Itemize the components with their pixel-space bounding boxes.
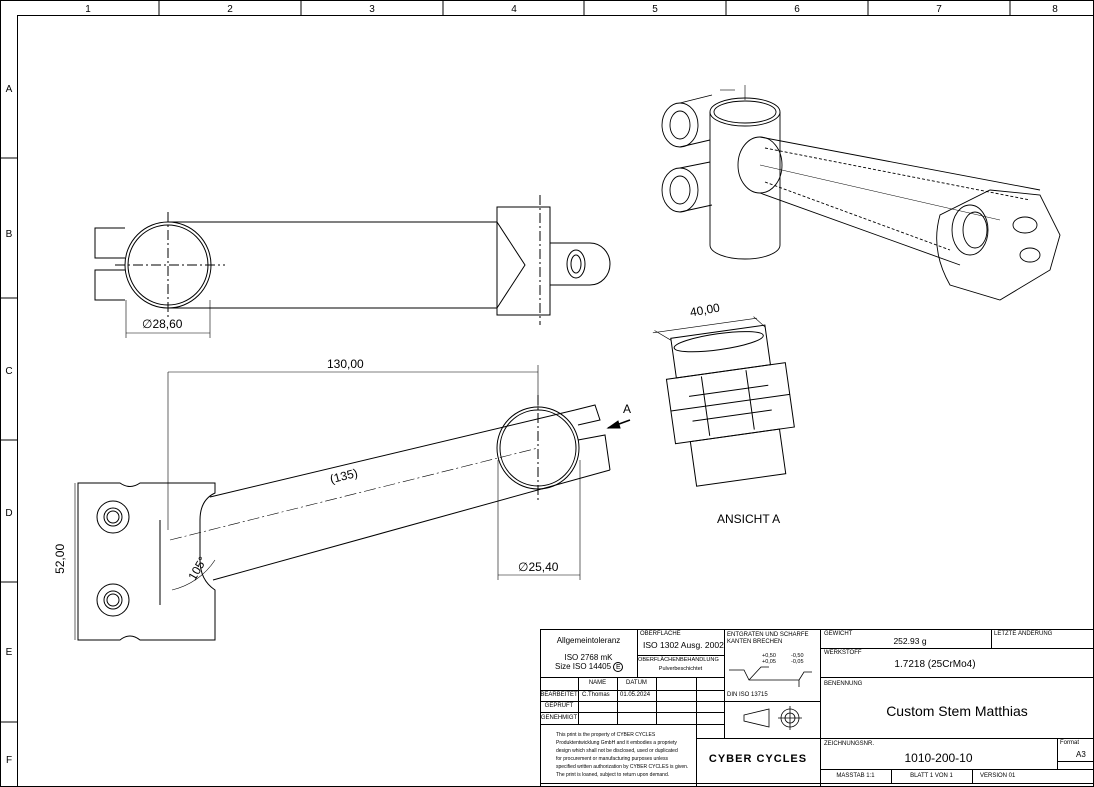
format-value: A3	[1076, 750, 1086, 759]
material-label: WERKSTOFF	[824, 650, 862, 656]
tol: +0,05	[762, 659, 776, 666]
dimension-height: 52,00	[53, 543, 68, 574]
company-logo: CYBER CYCLES	[708, 753, 808, 765]
column-label: 7	[936, 4, 942, 15]
drawing-name: Custom Stem Matthias	[886, 703, 1028, 719]
dimension-top-diameter: ∅28,60	[142, 317, 183, 331]
tol: +0,50	[762, 653, 776, 659]
column-date-header: DATUM	[626, 680, 647, 686]
row-label: D	[5, 508, 12, 519]
front-view	[74, 365, 631, 641]
column-label: 5	[652, 4, 658, 15]
disclaimer-line: design which shall not be disclosed, use…	[556, 748, 678, 754]
view-a	[652, 316, 795, 487]
tol: -0,05	[791, 659, 804, 666]
scale: MASSTAB 1:1	[836, 773, 875, 779]
row-checked-label: GEPRÜFT	[544, 703, 574, 709]
row-label: F	[6, 755, 12, 766]
row-label: E	[6, 647, 13, 658]
edges-label-line: ENTGRATEN UND SCHARFE	[727, 632, 809, 638]
disclaimer-line: for procurement or manufacturing purpose…	[556, 756, 669, 762]
dimension-length: 130,00	[327, 357, 364, 371]
edge-standard: DIN ISO 13715	[727, 692, 768, 698]
column-label: 4	[511, 4, 517, 15]
row-label: C	[5, 366, 12, 377]
weight-value: 252.93 g	[893, 636, 927, 646]
drawn-name: C.Thomas	[582, 692, 610, 698]
column-name-header: NAME	[588, 680, 607, 686]
size-standard-text: Size ISO 14405	[555, 662, 612, 671]
column-dividers	[158, 0, 1011, 15]
row-label: B	[6, 229, 13, 240]
column-label: 1	[85, 4, 91, 15]
edge-plus-tolerance: +0,50+0,05	[762, 653, 776, 666]
material-value: 1.7218 (25CrMo4)	[894, 659, 976, 670]
last-change-label: LETZTE ÄNDERUNG	[994, 631, 1053, 637]
edge-and-projection-symbols	[729, 666, 812, 730]
drawing-number-label: ZEICHNUNGSNR.	[824, 741, 875, 747]
surface-value: ISO 1302 Ausg. 2002	[643, 640, 724, 650]
drawn-date: 01.05.2024	[620, 692, 651, 698]
version: VERSION 01	[980, 773, 1016, 779]
column-label: 2	[227, 4, 233, 15]
tol: -0,50	[791, 653, 804, 659]
column-label: 8	[1052, 4, 1058, 15]
row-label: A	[6, 84, 13, 95]
row-dividers	[0, 157, 17, 723]
surface-label: OBERFLÄCHE	[640, 631, 681, 637]
view-label: ANSICHT A	[717, 512, 781, 526]
sheet-number: BLATT 1 VON 1	[910, 773, 953, 779]
tolerance-standard: ISO 2768 mK	[564, 653, 613, 662]
disclaimer-line: Produktentwicklung GmbH and it embodies …	[556, 740, 677, 746]
size-standard: Size ISO 14405 E	[555, 662, 624, 672]
disclaimer-line: specified written authorization by CYBER…	[556, 764, 689, 770]
drawing-number: 1010-200-10	[904, 751, 973, 765]
disclaimer-line: The print is loaned, subject to return u…	[556, 772, 670, 778]
disclaimer-line: This print is the property of CYBER CYCL…	[556, 732, 656, 738]
column-label: 3	[369, 4, 375, 15]
isometric-view	[661, 85, 1061, 301]
format-label: Format	[1060, 740, 1080, 746]
name-label: BENENNUNG	[824, 681, 863, 687]
treatment-value: Pulverbeschichtet	[658, 666, 703, 672]
row-drawn-label: BEARBEITET	[540, 692, 578, 698]
disclaimer: This print is the property of CYBER CYCL…	[556, 731, 688, 779]
tolerance-title: Allgemeintoleranz	[556, 636, 621, 645]
row-approved-label: GENEHMIGT	[540, 715, 578, 721]
treatment-label: OBERFLÄCHENBEHANDLUNG	[638, 657, 719, 663]
dimension-front-diameter: ∅25,40	[518, 560, 559, 574]
top-view	[94, 195, 611, 338]
edges-label-line: KANTEN BRECHEN	[727, 638, 783, 645]
edge-minus-tolerance: -0,50-0,05	[791, 653, 804, 666]
envelope-e-symbol: E	[613, 662, 624, 672]
column-label: 6	[794, 4, 800, 15]
view-marker: A	[623, 402, 632, 416]
weight-label: GEWICHT	[824, 631, 853, 637]
